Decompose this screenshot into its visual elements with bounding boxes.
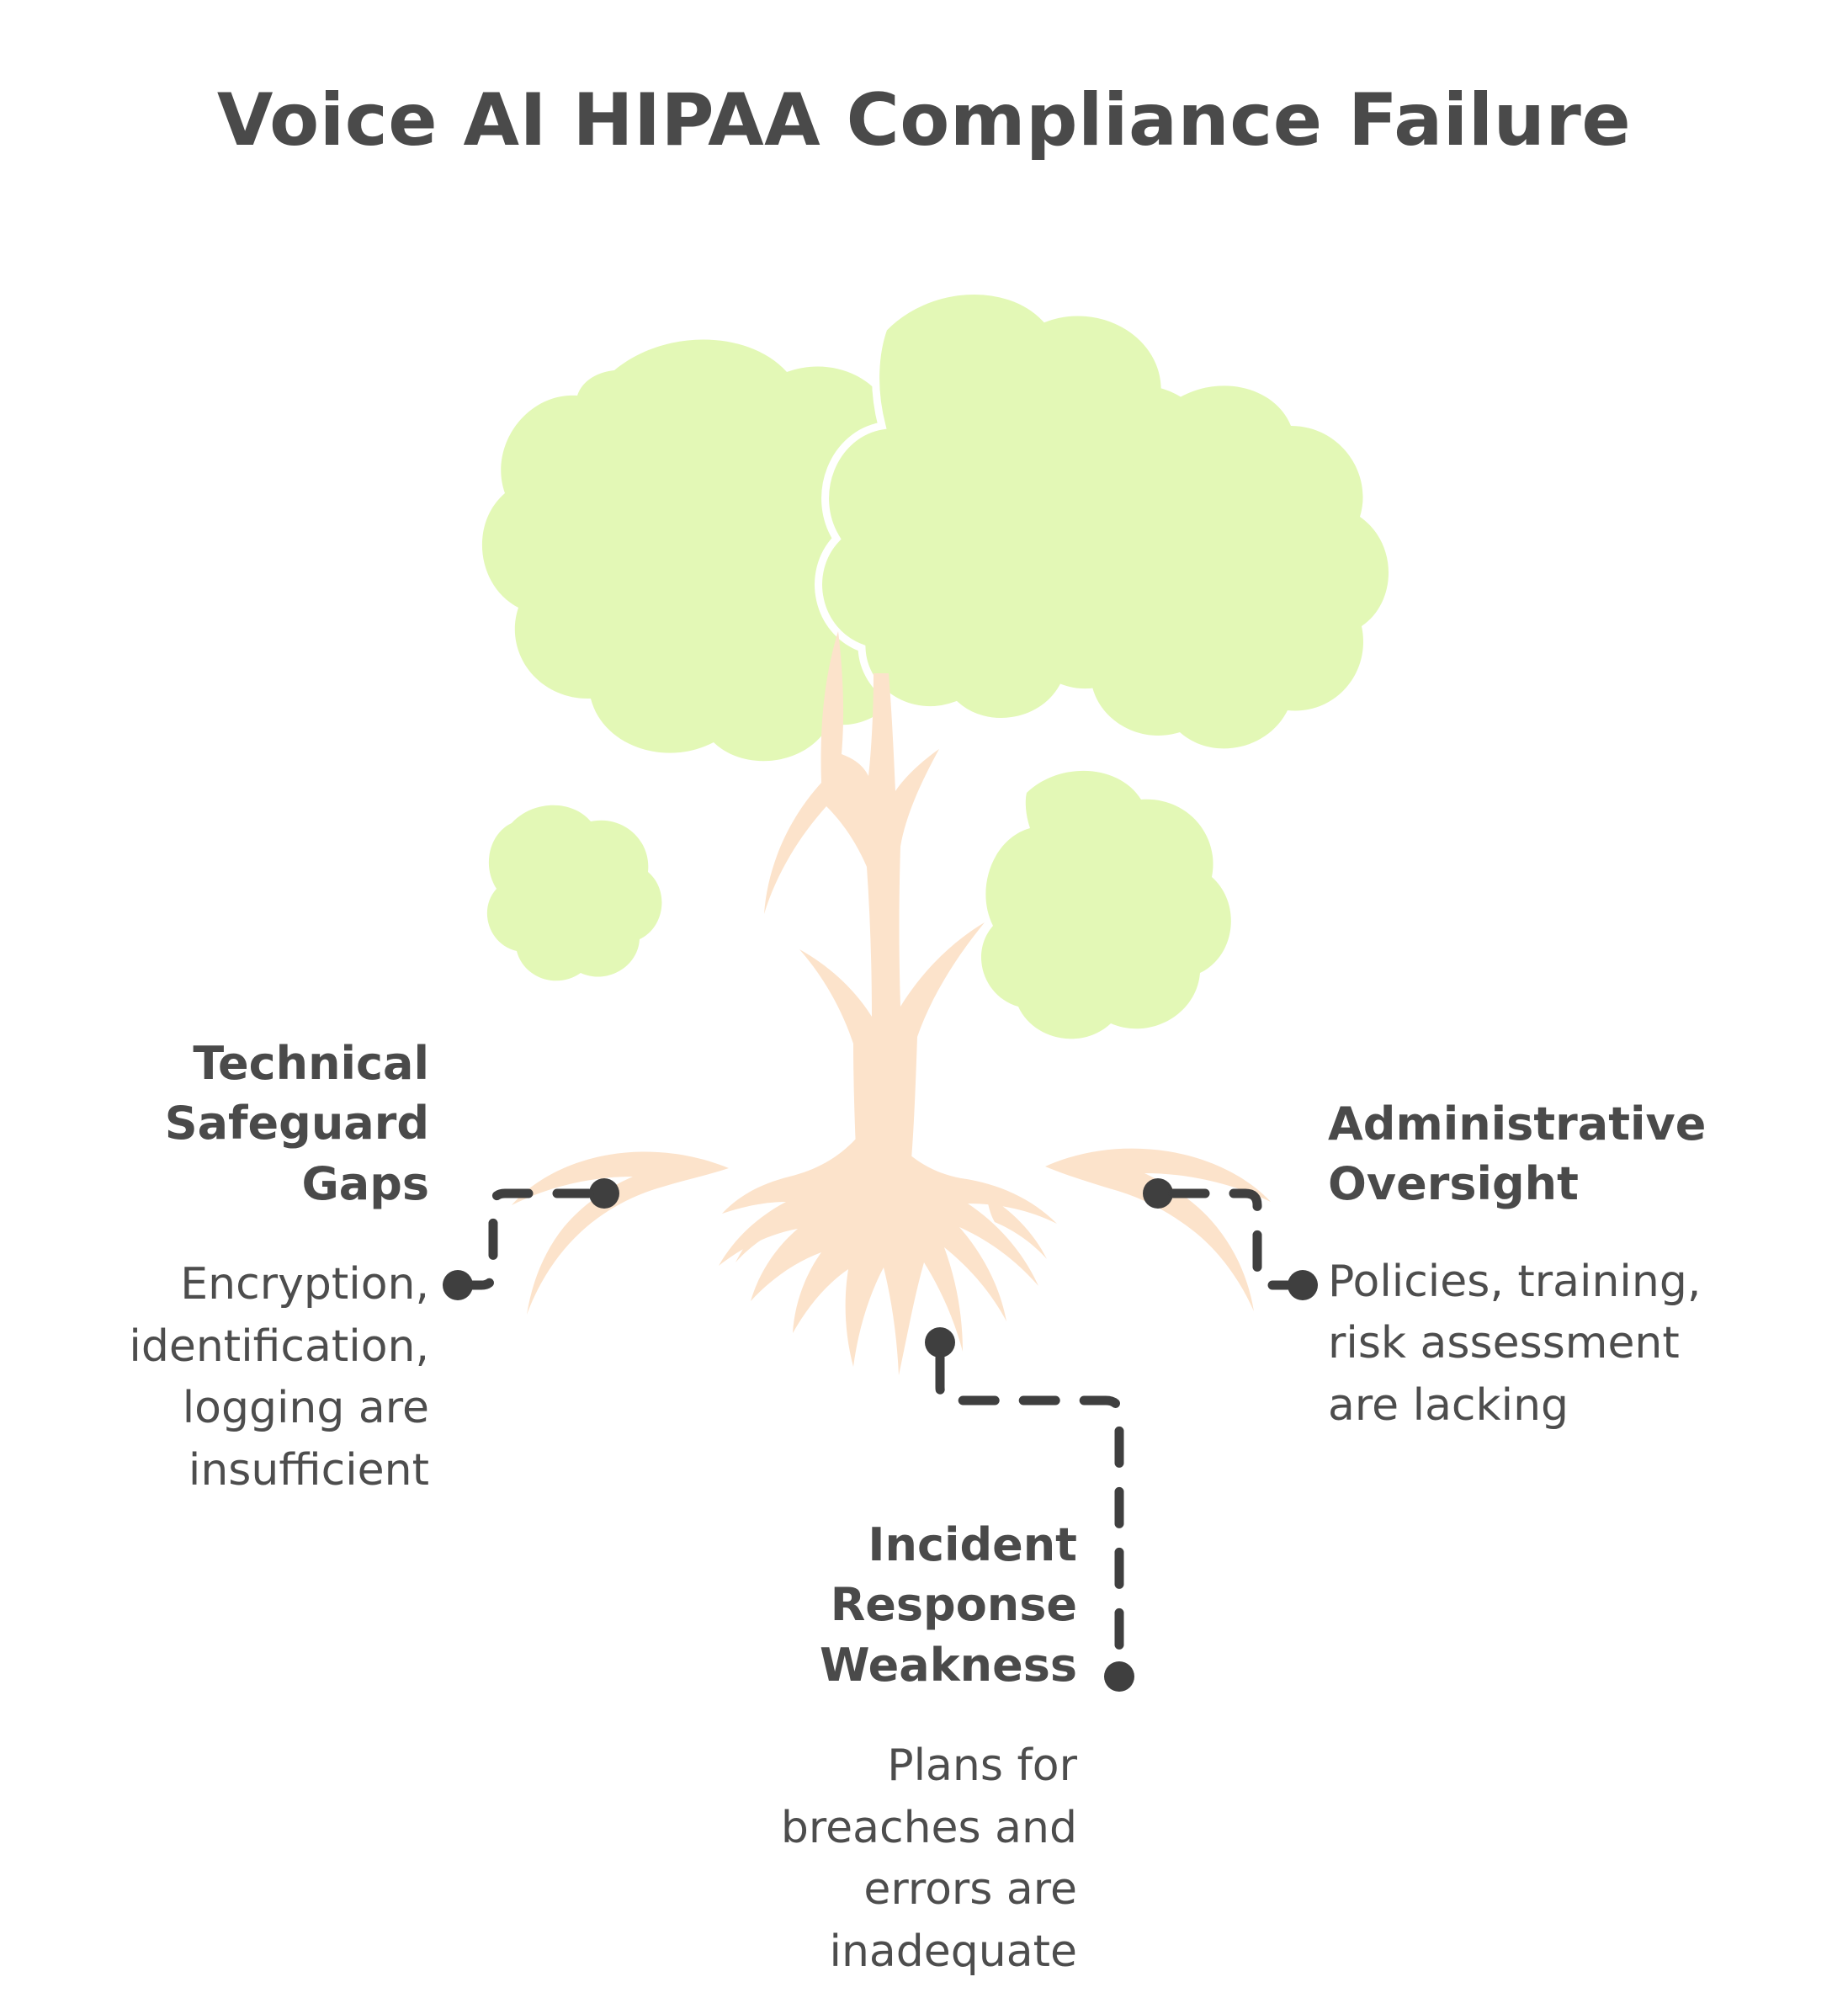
node-body-technical-safeguard-gaps: Encryption, identification, logging are … <box>129 1258 429 1496</box>
connector-source-dot-bottom <box>925 1327 955 1358</box>
connector-path-right <box>1168 1188 1294 1290</box>
node-body-administrative-oversight: Policies, training, risk assessment are … <box>1328 1256 1702 1432</box>
connector-technical-safeguard-gaps <box>443 1178 619 1300</box>
canopy-lower-right-blob <box>980 770 1231 1039</box>
node-incident-response-weakness: Incident Response Weakness Plans for bre… <box>757 1515 1077 1984</box>
node-heading-administrative-oversight: Administrative Oversight <box>1328 1097 1707 1211</box>
node-body-incident-response-weakness: Plans for breaches and errors are inadeq… <box>780 1740 1077 1978</box>
connector-path-left <box>463 1188 594 1290</box>
node-technical-safeguard-gaps: Technical Safeguard Gaps Encryption, ide… <box>50 1034 429 1502</box>
node-administrative-oversight: Administrative Oversight Policies, train… <box>1328 1094 1749 1437</box>
connector-target-dot-right <box>1288 1270 1318 1300</box>
tree-trunk <box>764 631 985 1170</box>
canopy-lower-left-blob <box>486 805 662 981</box>
node-heading-technical-safeguard-gaps: Technical Safeguard Gaps <box>164 1037 429 1210</box>
connector-source-dot-left <box>589 1178 619 1209</box>
connector-source-dot-right <box>1143 1178 1173 1209</box>
connector-administrative-oversight <box>1143 1178 1318 1300</box>
canopy-right-cluster <box>1060 385 1389 749</box>
node-heading-incident-response-weakness: Incident Response Weakness <box>820 1518 1077 1692</box>
connector-target-dot-bottom <box>1104 1661 1134 1692</box>
canopy-left-cluster <box>481 339 949 762</box>
tree-roots <box>512 1138 1271 1375</box>
connector-target-dot-left <box>443 1270 473 1300</box>
page-title: Voice AI HIPAA Compliance Failure <box>216 78 1632 162</box>
canopy-center-cluster <box>815 287 1221 725</box>
root-cause-tree-illustration <box>481 287 1389 1375</box>
